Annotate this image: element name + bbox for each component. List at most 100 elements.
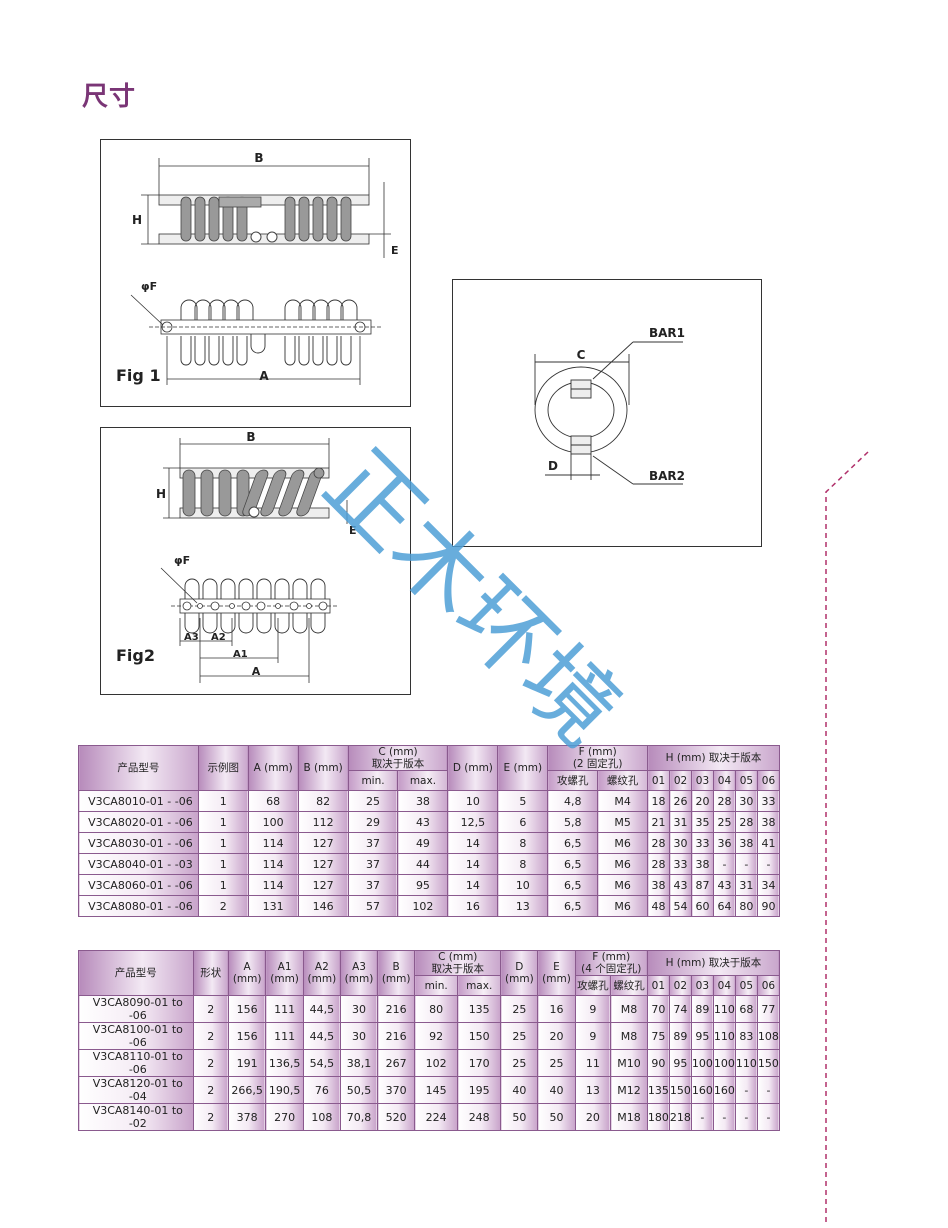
cell-a3: 30: [339, 1022, 379, 1050]
cell-a: 114: [247, 874, 299, 896]
cell-h-06: 38: [756, 811, 781, 833]
cell-model: V3CA8140-01 to -02: [78, 1103, 194, 1131]
cell-cmax: 49: [397, 832, 449, 854]
coil-loop-top: [298, 299, 316, 320]
cell-model: V3CA8030-01 - -06: [78, 832, 199, 854]
coil-loop-bottom: [238, 613, 254, 634]
cell-cmin: 102: [414, 1049, 459, 1077]
cell-h-01: 75: [646, 1022, 670, 1050]
cell-h-02: 95: [668, 1049, 692, 1077]
cell-model: V3CA8110-01 to -06: [78, 1049, 194, 1077]
cell-h-01: 180: [646, 1103, 670, 1131]
header-shape: 形状: [192, 950, 229, 996]
cell-e: 5: [497, 790, 549, 812]
cell-e: 6: [497, 811, 549, 833]
coil-loop-top: [202, 578, 218, 599]
header-h-04: 04: [712, 975, 736, 996]
cell-fthread: M8: [610, 995, 648, 1023]
cell-a1: 190,5: [265, 1076, 304, 1104]
cell-fthread: M6: [597, 832, 649, 854]
cell-b: 146: [297, 895, 349, 917]
coil-strand: [278, 469, 305, 517]
cell-a2: 54,5: [302, 1049, 341, 1077]
cell-fthread: M10: [610, 1049, 648, 1077]
cell-a: 68: [247, 790, 299, 812]
cell-h-02: 89: [668, 1022, 692, 1050]
header-a-unit: (mm): [232, 973, 262, 985]
coil-strand: [200, 469, 214, 517]
cell-h-03: 33: [691, 832, 714, 854]
dim-h-label: H: [132, 213, 142, 227]
cell-h-01: 135: [646, 1076, 670, 1104]
cell-b: 82: [297, 790, 349, 812]
cell-h-04: 25: [712, 811, 736, 833]
cell-d: 25: [500, 995, 539, 1023]
cell-cmax: 248: [457, 1103, 502, 1131]
cell-h-01: 48: [647, 895, 671, 917]
header-h-06: 06: [756, 975, 781, 996]
coil-loop-top: [222, 299, 240, 320]
cell-h-01: 21: [647, 811, 671, 833]
coil-loop-bottom: [184, 613, 200, 634]
header-a1-unit: (mm): [270, 973, 299, 985]
cell-a2: 44,5: [302, 995, 341, 1023]
cell-fthread: M4: [597, 790, 649, 812]
cell-d: 14: [447, 874, 499, 896]
coil-loop-bottom: [220, 613, 236, 634]
dim-a2-label: A2: [211, 632, 226, 643]
cell-a3: 70,8: [339, 1103, 379, 1131]
header-c-max: max.: [457, 975, 502, 996]
coil-strand: [298, 196, 310, 242]
cell-h-04: 110: [712, 995, 736, 1023]
cell-h-05: -: [734, 853, 758, 875]
coil-loop-top: [184, 578, 200, 599]
mount-hole: [210, 601, 220, 611]
page-title: 尺寸: [82, 82, 137, 112]
cell-d: 16: [447, 895, 499, 917]
cell-h-04: 100: [712, 1049, 736, 1077]
cell-cmax: 102: [397, 895, 449, 917]
cell-a: 156: [227, 1022, 267, 1050]
cell-e: 25: [537, 1049, 576, 1077]
cell-h-04: 64: [712, 895, 736, 917]
header-c-sub: 取决于版本: [371, 758, 425, 770]
cell-cmax: 38: [397, 790, 449, 812]
cell-h-02: 54: [669, 895, 692, 917]
cell-h-06: 77: [756, 995, 781, 1023]
header-e: E (mm): [497, 745, 549, 791]
coil-loop-top: [180, 299, 198, 320]
fig2-drawing: B H E φF A3 A2 A1 A: [156, 430, 357, 683]
header-a: A (mm): [247, 745, 299, 791]
dim-b-label: B: [246, 430, 255, 444]
dim-e-label: E: [391, 244, 399, 257]
coil-loop-top: [312, 299, 330, 320]
header-d: D(mm): [500, 950, 539, 996]
cell-h-03: 35: [691, 811, 714, 833]
cell-a: 114: [247, 853, 299, 875]
cell-h-05: 83: [734, 1022, 758, 1050]
coil-loop-bottom: [284, 336, 296, 366]
header-h-02: 02: [668, 975, 692, 996]
coil-loop-bottom: [236, 336, 248, 366]
cell-h-02: 150: [668, 1076, 692, 1104]
coil-loop-bottom: [194, 336, 206, 366]
cell-d: 14: [447, 853, 499, 875]
cell-h-05: 68: [734, 995, 758, 1023]
dim-f-label: φF: [174, 554, 190, 567]
mount-hole: [275, 603, 281, 609]
cell-h-01: 90: [646, 1049, 670, 1077]
header-fig: 示例图: [197, 745, 249, 791]
cell-shape: 2: [192, 995, 229, 1023]
cell-h-03: 95: [690, 1022, 714, 1050]
cell-fthread: M6: [597, 895, 649, 917]
coil-loop-top: [256, 578, 272, 599]
cell-h-06: 33: [756, 790, 781, 812]
coil-loop-top: [236, 299, 254, 320]
cell-e: 40: [537, 1076, 576, 1104]
